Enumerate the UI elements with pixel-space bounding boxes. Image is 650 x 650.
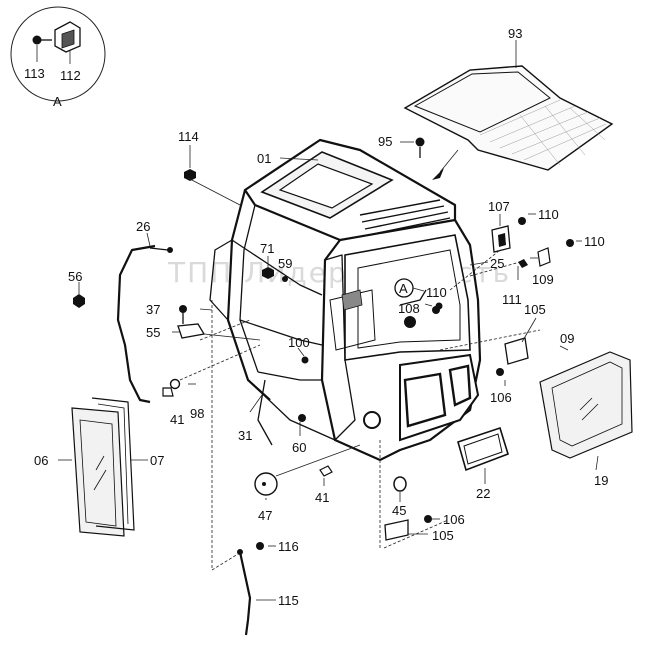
cable-26 [116, 244, 173, 404]
seal-07 [91, 397, 135, 531]
label-71: 71 [260, 241, 274, 256]
bolt-59-icon [282, 276, 288, 282]
label-98: 98 [190, 406, 204, 421]
label-109: 109 [532, 272, 554, 287]
label-31: 31 [238, 428, 252, 443]
label-41a: 41 [170, 412, 184, 427]
label-59: 59 [278, 256, 292, 271]
label-25: 25 [490, 256, 504, 271]
detail-circle [10, 6, 106, 102]
bracket-105b-icon [384, 519, 409, 541]
detail-view-a [10, 6, 106, 102]
bolt-37-icon [179, 305, 187, 324]
label-95: 95 [378, 134, 392, 149]
label-01: 01 [257, 151, 271, 166]
label-47: 47 [258, 508, 272, 523]
label-26: 26 [136, 219, 150, 234]
bolt-71-icon [262, 267, 274, 279]
label-view-a: A [399, 281, 408, 296]
label-60: 60 [292, 440, 306, 455]
bolt-106b-icon [424, 515, 432, 523]
label-116: 116 [278, 539, 299, 554]
label-111: 111 [502, 292, 522, 307]
label-22: 22 [476, 486, 490, 501]
label-105b: 105 [432, 528, 454, 543]
bolt-56-icon [73, 294, 85, 308]
label-105a: 105 [524, 302, 546, 317]
bolt-95-icon [415, 137, 425, 158]
label-108: 108 [398, 301, 420, 316]
label-06: 06 [34, 453, 48, 468]
label-09: 09 [560, 331, 574, 346]
label-55: 55 [146, 325, 160, 340]
leader-lines [58, 40, 599, 601]
bolt-106a-icon [496, 368, 504, 376]
label-107: 107 [488, 199, 510, 214]
part-labels: 113 112 A 93 95 114 01 26 56 71 59 37 55… [24, 26, 608, 608]
bracket-105a-icon [504, 337, 529, 365]
bolt-110b-icon [566, 239, 574, 247]
label-45: 45 [392, 503, 406, 518]
clip-111-icon [518, 259, 528, 268]
bracket-112-icon [54, 21, 81, 53]
label-106b: 106 [443, 512, 465, 527]
clip-109-icon [537, 247, 551, 267]
cover-47-icon [254, 472, 278, 496]
label-112: 112 [60, 68, 81, 83]
cab-frame-01 [209, 138, 482, 462]
label-113: 113 [24, 66, 45, 81]
roof-sunshade-93 [403, 65, 614, 180]
label-56: 56 [68, 269, 82, 284]
clamp-55-icon [177, 323, 206, 339]
label-114: 114 [178, 129, 199, 144]
label-07: 07 [150, 453, 164, 468]
rod-115 [237, 549, 252, 636]
bracket-107-icon [491, 225, 511, 253]
glass-09 [539, 351, 633, 459]
label-106a: 106 [490, 390, 512, 405]
bolt-100-icon [301, 356, 309, 364]
cap-41b-icon [319, 465, 333, 477]
label-110b: 110 [584, 234, 605, 249]
bolt-110a-icon [518, 217, 526, 225]
label-110a: 110 [538, 207, 559, 222]
label-110c: 110 [426, 285, 447, 300]
bolt-110c-icon [435, 302, 443, 310]
label-93: 93 [508, 26, 522, 41]
label-detail-a: A [53, 94, 62, 109]
label-37: 37 [146, 302, 160, 317]
bolt-113-icon [32, 35, 52, 45]
step-45-icon [393, 476, 407, 492]
seal-22-icon [457, 426, 509, 472]
cap-41a-icon [162, 387, 174, 397]
label-19: 19 [594, 473, 608, 488]
label-41b: 41 [315, 490, 329, 505]
glass-06 [71, 407, 125, 537]
label-100: 100 [288, 335, 310, 350]
label-115: 115 [278, 593, 299, 608]
bolt-116-icon [256, 542, 264, 550]
grommet-98-icon [169, 378, 181, 390]
bolt-114-icon [184, 169, 196, 181]
bolt-60-icon [298, 414, 306, 422]
